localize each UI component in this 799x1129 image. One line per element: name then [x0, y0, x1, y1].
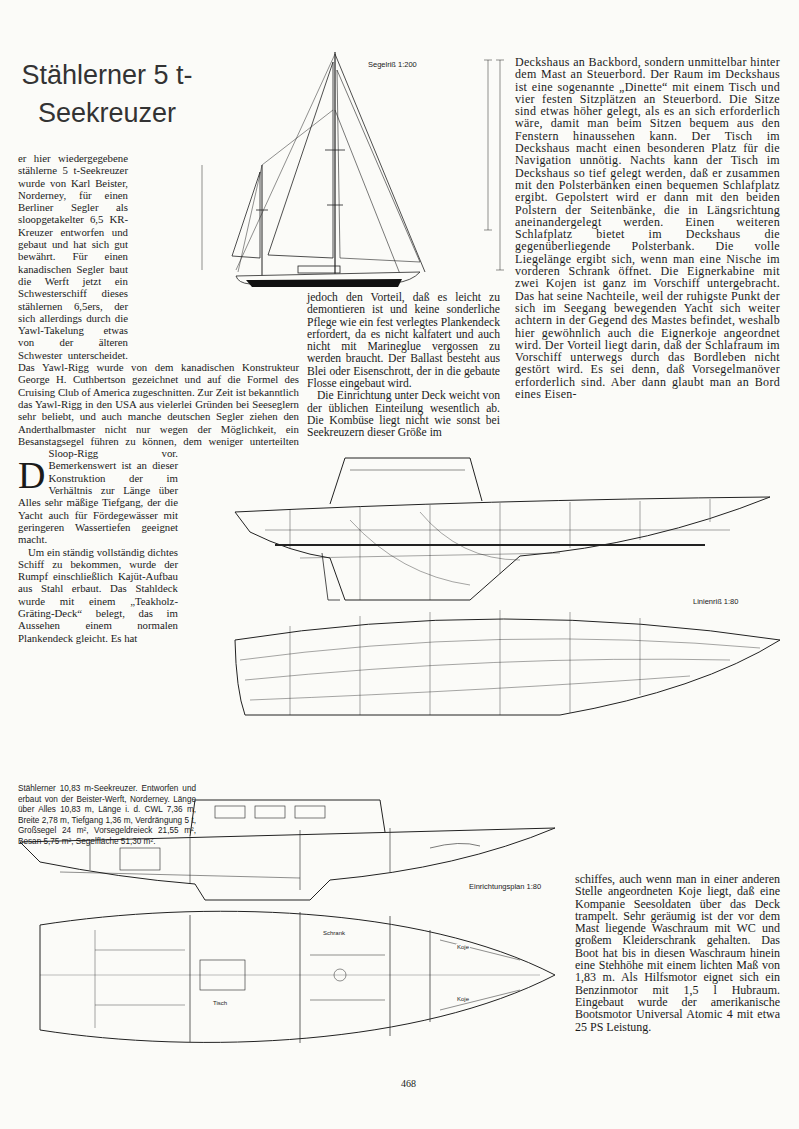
drawing-line: [440, 940, 520, 1010]
drawing-line: [310, 955, 385, 1000]
drawing-line: [334, 969, 346, 981]
drawing-line: [350, 470, 465, 471]
drawing-line: [334, 52, 335, 276]
drawing-line: [246, 279, 402, 287]
drawing-title: Linienriß 1:80: [692, 597, 739, 606]
drawing-line: [430, 505, 431, 600]
drawing-line: [60, 872, 300, 878]
float-spacer: [128, 152, 300, 350]
drawing-line: [190, 915, 191, 1042]
drawing-line: [290, 610, 640, 715]
drawing-line: [295, 806, 325, 818]
drawing-line: [335, 110, 400, 274]
drawing-line: [40, 911, 555, 1042]
body-text: Deckshaus an Backbord, sondern unmittelb…: [515, 56, 780, 400]
drawing-line: [236, 54, 335, 270]
drawing-line: [496, 60, 504, 61]
drawing-line: [500, 610, 501, 715]
drawing-line: [325, 150, 345, 151]
drawing-line: [232, 172, 260, 258]
drawing-line: [190, 800, 385, 836]
part-label: Koje: [456, 944, 470, 950]
text-column: Deckshaus an Backbord, sondern unmittelb…: [515, 56, 780, 400]
drawing-line: [255, 806, 285, 818]
drawing-line: [390, 916, 391, 1036]
drawing-line: [235, 619, 780, 715]
drawing-line: [484, 60, 492, 61]
drawing-line: [488, 60, 489, 230]
drawing-line: [335, 54, 425, 272]
drawing-line: [300, 830, 301, 890]
drawing-title: Segelriß 1:200: [367, 60, 418, 69]
drawing-line: [235, 497, 770, 600]
page-number: 468: [400, 1078, 417, 1089]
drawing-line: [484, 230, 492, 231]
drawing-line: [268, 62, 333, 258]
drawing-line: [95, 930, 185, 1028]
drawing-line: [262, 110, 333, 165]
drawing-line: [245, 659, 730, 680]
drawing-line: [430, 612, 431, 715]
drawing-line: [275, 544, 705, 546]
interior-plan: [20, 800, 555, 1043]
drawing-line: [710, 499, 711, 522]
body-text: Um ein ständig vollständig dichtes Schif…: [18, 546, 300, 644]
page-title: Stählerner 5 t-Seekreuzer: [14, 56, 200, 132]
drawing-line: [40, 975, 540, 976]
drawing-line: [238, 165, 262, 272]
body-text: jedoch den Vorteil, daß es leicht zu dem…: [307, 292, 500, 390]
sail-plan: [202, 52, 504, 287]
drawing-line: [190, 836, 191, 884]
body-text: Die Einrichtung unter Deck weicht von de…: [307, 390, 500, 439]
drawing-line: [500, 60, 501, 270]
drawing-line: [496, 270, 504, 271]
drawing-line: [330, 458, 482, 504]
text-column: Der hier wiedergegebene stählerne 5 t-Se…: [18, 152, 300, 778]
drawing-line: [298, 266, 340, 273]
lines-plan: [235, 458, 780, 715]
drawing-line: [337, 70, 420, 262]
drawing-line: [500, 503, 501, 574]
drawing-line: [290, 499, 710, 600]
drawing-line: [202, 165, 203, 270]
drawing-title: Einrichtungsplan 1:80: [468, 882, 542, 891]
drawing-line: [350, 520, 470, 585]
drawing-line: [300, 912, 301, 1043]
float-spacer: [299, 350, 300, 458]
drawing-line: [265, 530, 730, 531]
drawing-line: [640, 501, 641, 540]
drawing-line: [420, 512, 520, 560]
drawing-line: [570, 502, 571, 548]
part-label: Tisch: [212, 1000, 228, 1006]
drawing-line: [290, 509, 291, 548]
drawing-line: [200, 960, 245, 990]
drawing-line: [360, 616, 361, 715]
drawing-line: [235, 497, 770, 512]
body-text: schiffes, auch wenn man in einer anderen…: [575, 873, 780, 1033]
drawing-line: [322, 553, 340, 600]
text-column: jedoch den Vorteil, daß es leicht zu dem…: [307, 292, 500, 440]
drawing-line: [360, 506, 361, 600]
drawing-line: [120, 848, 160, 870]
drawing-line: [327, 205, 343, 206]
figure-caption: Stählerner 10,83 m-Seekreuzer. Entworfen…: [18, 784, 196, 848]
drawing-line: [390, 828, 391, 872]
drawing-line: [250, 676, 690, 700]
drawing-line: [256, 210, 268, 211]
drawing-line: [430, 843, 480, 848]
drawing-line: [215, 806, 245, 818]
drawing-line: [90, 842, 91, 870]
part-label: Schrank: [322, 930, 346, 936]
drawing-line: [430, 930, 431, 1022]
drawing-line: [290, 626, 291, 715]
body-text: Der hier wiedergegebene stählerne 5 t-Se…: [18, 152, 300, 546]
text-column: schiffes, auch wenn man in einer anderen…: [575, 873, 780, 1033]
drawing-line: [262, 165, 263, 276]
float-spacer: [178, 458, 300, 778]
part-label: Koje: [456, 996, 470, 1002]
drawing-line: [640, 618, 641, 695]
drawing-line: [570, 612, 571, 713]
